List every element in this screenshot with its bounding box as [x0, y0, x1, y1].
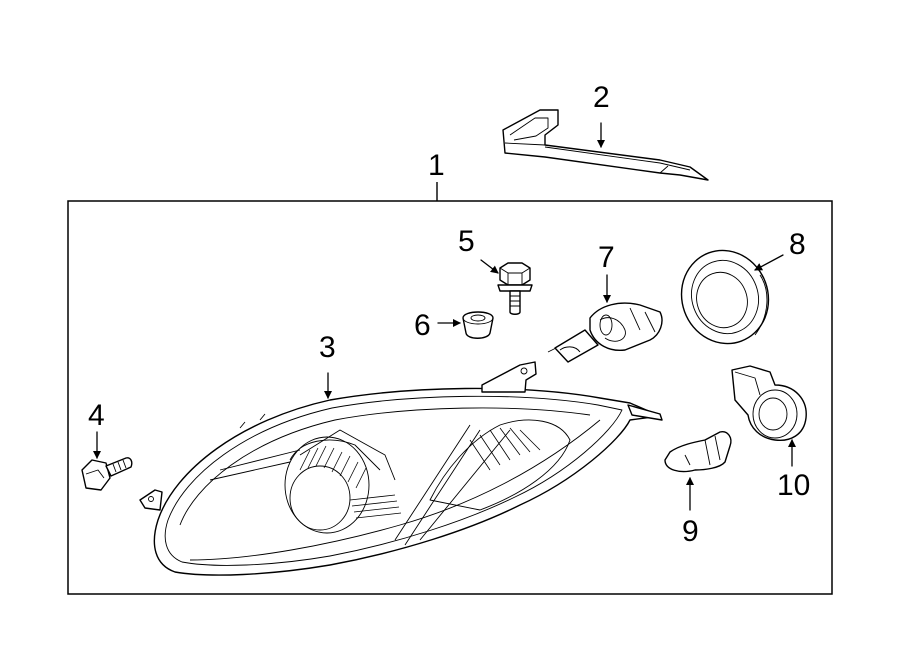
- arrow-5: [480, 259, 499, 274]
- part-8-seal: [680, 249, 770, 345]
- callout-5: 5: [458, 225, 475, 258]
- callout-10: 10: [777, 469, 810, 502]
- part-6-nut: [462, 311, 494, 339]
- callout-9: 9: [682, 515, 699, 548]
- part-9-bulb: [664, 431, 732, 473]
- assembly-box: [67, 200, 833, 595]
- callout-7: 7: [598, 241, 615, 274]
- arrow-8: [754, 254, 784, 271]
- callout-3: 3: [319, 331, 336, 364]
- callout-6: 6: [414, 309, 431, 342]
- part-7-bulb: [547, 302, 663, 363]
- part-4-bolt: [81, 457, 133, 491]
- part-2-bracket: [502, 109, 709, 181]
- callout-2: 2: [593, 81, 610, 114]
- callout-1: 1: [428, 149, 445, 182]
- part-3-headlamp-housing: [139, 361, 663, 576]
- callout-8: 8: [789, 228, 806, 261]
- callout-4: 4: [88, 399, 105, 432]
- part-10-socket: [731, 365, 807, 442]
- part-5-bolt: [497, 262, 533, 315]
